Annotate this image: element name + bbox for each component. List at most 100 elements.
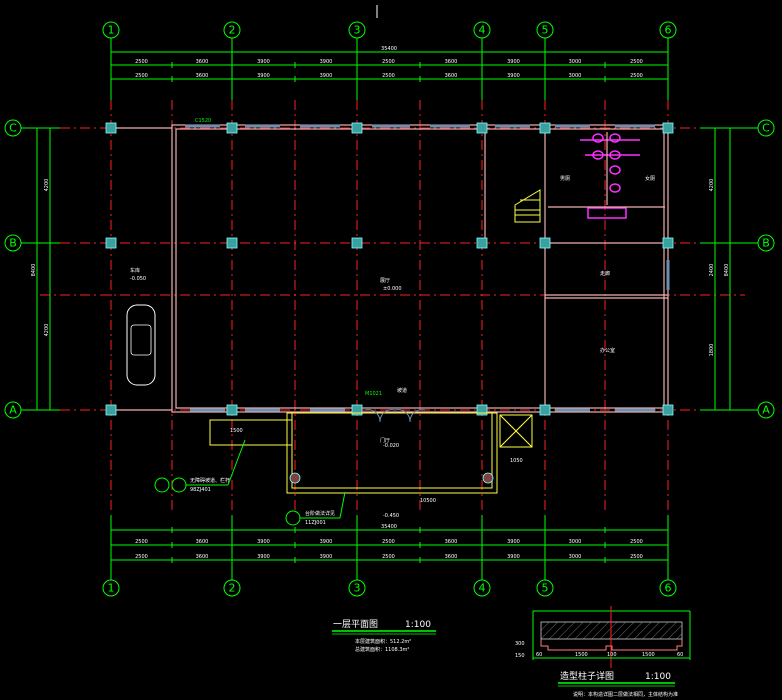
axis-label: 3 <box>354 24 361 37</box>
axis-label: 6 <box>665 582 672 595</box>
callout-steps-text: 台阶做法详见 <box>305 510 335 517</box>
dimension-text: 4200 <box>44 324 50 337</box>
dimension-text: 2500 <box>630 539 643 545</box>
axis-bubble <box>348 579 366 597</box>
axis-bubble <box>4 401 22 419</box>
callout-ramp-text: 无障碍坡道、栏杆 <box>190 477 230 484</box>
axis-label: 6 <box>665 24 672 37</box>
dimension-text: 3600 <box>196 539 209 545</box>
dimension-text: 3900 <box>507 554 520 560</box>
dimension-text: 4200 <box>709 179 715 192</box>
callout-ramp: 无障碍坡道、栏杆 98ZJ401 <box>154 439 246 493</box>
detail-note: 说明：本构造详图二层做法相同，主体结构为准 <box>573 691 678 698</box>
column <box>105 404 117 416</box>
room-hall: 展厅 <box>380 278 390 284</box>
column <box>662 237 674 249</box>
room-female-wc: 女厕 <box>645 175 655 182</box>
stair <box>514 189 541 223</box>
level-hall: ±0.000 <box>383 286 402 292</box>
dimension-text: 3600 <box>196 73 209 79</box>
axis-label: 3 <box>354 582 361 595</box>
column <box>226 122 238 134</box>
area-line-1: 本层建筑面积：512.2m² <box>355 638 411 645</box>
dimension-text: 35400 <box>381 524 397 530</box>
room-lobby: 门厅 <box>380 437 390 444</box>
dimension-text: 2500 <box>382 59 395 65</box>
column <box>351 237 363 249</box>
dimension-text: 2500 <box>382 539 395 545</box>
axis-bubble <box>757 234 775 252</box>
axis-label: A <box>762 404 770 417</box>
dimension-text: 8400 <box>724 264 730 277</box>
detail-dim: 60 <box>677 652 683 658</box>
detail-dim: 100 <box>607 652 617 658</box>
column <box>476 404 488 416</box>
axis-label: 4 <box>479 582 486 595</box>
axis-label: 1 <box>108 582 115 595</box>
dimension-text: 3600 <box>196 554 209 560</box>
plan-title: 一层平面图 <box>333 619 378 630</box>
window-code: C1520 <box>195 118 211 124</box>
axis-label: C <box>9 122 17 135</box>
windows <box>185 124 670 412</box>
dimension-text: 35400 <box>381 46 397 52</box>
detail-scale: 1:100 <box>645 672 671 682</box>
dimension-text: 2500 <box>135 554 148 560</box>
axis-bubble <box>473 21 491 39</box>
axis-bubble <box>757 119 775 137</box>
dimension-text: 3900 <box>507 73 520 79</box>
dimension-text: 3900 <box>257 539 270 545</box>
dimension-text: 3600 <box>445 73 458 79</box>
callout-ramp-ref: 98ZJ401 <box>190 487 211 493</box>
axis-label: 5 <box>542 582 549 595</box>
column <box>226 237 238 249</box>
dimension-text: 3000 <box>569 59 582 65</box>
dimension-text: 3900 <box>507 539 520 545</box>
room-carport: 车库 <box>130 267 140 274</box>
column-detail: 60 1500 100 1500 60 300 150 造型柱子详图 1:100… <box>515 606 691 698</box>
column <box>662 404 674 416</box>
door-code: M1021 <box>365 391 382 397</box>
dimension-text: 3600 <box>196 59 209 65</box>
axis-bubble <box>536 21 554 39</box>
axis-label: 2 <box>229 582 236 595</box>
structural-columns <box>105 122 674 416</box>
detail-dim: 1500 <box>575 652 588 658</box>
dimension-text: 3900 <box>257 59 270 65</box>
plan-scale: 1:100 <box>405 620 431 630</box>
column <box>476 122 488 134</box>
dimension-text: 8400 <box>31 264 37 277</box>
plan-title-block: 一层平面图 1:100 本层建筑面积：512.2m² 总建筑面积：1108.3m… <box>332 619 436 653</box>
dimension-text: 3900 <box>257 73 270 79</box>
room-office: 办公室 <box>600 347 615 354</box>
axis-bubble <box>223 21 241 39</box>
column <box>105 122 117 134</box>
dimension-text: 3900 <box>507 59 520 65</box>
dimension-text: 3900 <box>257 554 270 560</box>
column <box>351 122 363 134</box>
axis-label: 2 <box>229 24 236 37</box>
dimension-text: 2500 <box>135 59 148 65</box>
column <box>662 122 674 134</box>
axis-bubble <box>102 579 120 597</box>
dimension-text: 2500 <box>382 73 395 79</box>
entrance-canopy <box>209 412 533 494</box>
dimension-text: 3000 <box>569 539 582 545</box>
axis-bubble <box>536 579 554 597</box>
callout-steps: 台阶做法详见 11ZJ001 <box>285 491 346 526</box>
column <box>539 404 551 416</box>
detail-title: 造型柱子详图 <box>560 670 614 682</box>
dimension-text: 2500 <box>135 73 148 79</box>
dimension-text: 2500 <box>382 554 395 560</box>
axis-label: C <box>762 122 770 135</box>
axis-label: B <box>762 237 770 250</box>
axis-label: 5 <box>542 24 549 37</box>
ramp-note: 坡道 <box>397 387 407 394</box>
stair-dim-b: 1050 <box>510 458 523 464</box>
column <box>226 404 238 416</box>
stair-dim-a: 1500 <box>230 428 243 434</box>
car-icon <box>126 304 156 386</box>
column <box>351 404 363 416</box>
dimension-text: 4200 <box>44 179 50 192</box>
